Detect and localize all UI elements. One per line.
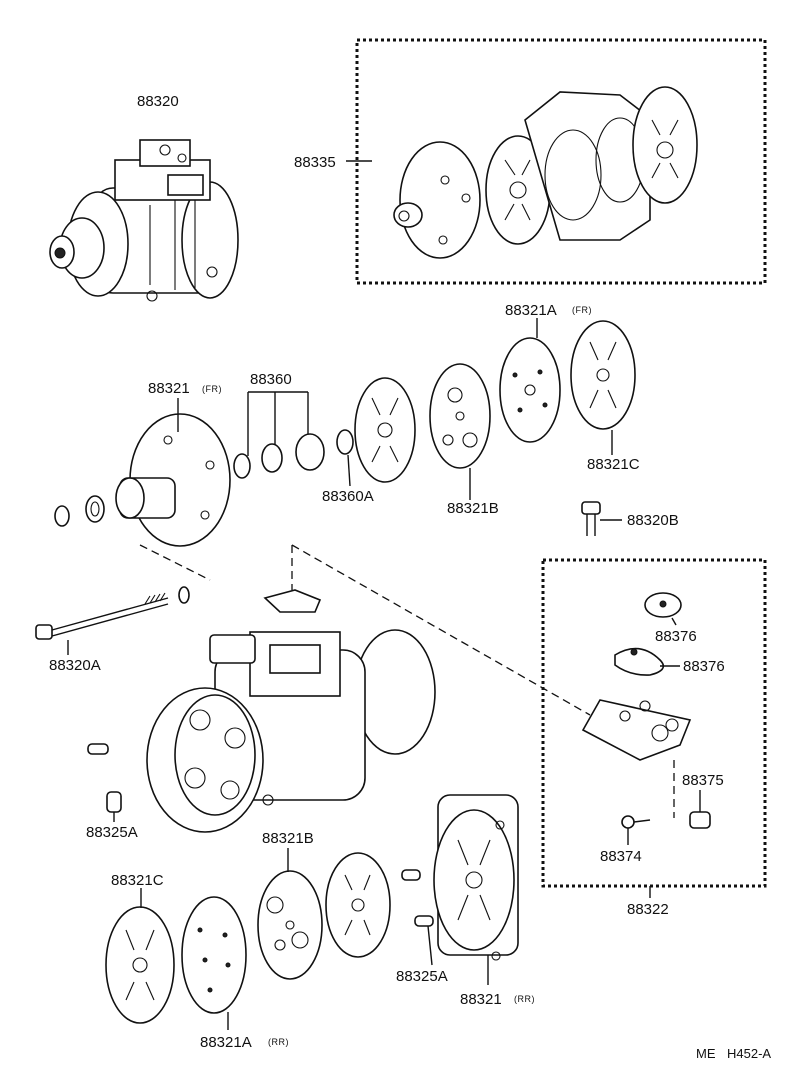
label-front-housing: 88321 <box>148 380 190 397</box>
label-switch: 88375 <box>682 772 724 789</box>
rear-housing-drawing <box>433 794 519 985</box>
label-pin-right: 88325A <box>396 968 448 985</box>
label-valve-plate-c-lower: 88321C <box>111 872 164 889</box>
pins-right-drawing <box>401 869 434 966</box>
label-screw: 88374 <box>600 848 642 865</box>
label-valve-plate-a-upper-tag: (FR) <box>572 305 592 315</box>
compressor-assembly-drawing <box>49 139 239 302</box>
label-front-housing-tag: (FR) <box>202 384 222 394</box>
label-valve-assy: 88322 <box>627 901 669 918</box>
label-compressor-assy: 88320 <box>137 93 179 110</box>
label-valve-plate-c-upper: 88321C <box>587 456 640 473</box>
part-labels: 88320 88335 88321 (FR) 88360 88360A 8832… <box>49 93 771 1061</box>
label-through-bolt: 88320A <box>49 657 101 674</box>
front-housing-drawing <box>115 398 231 547</box>
connection-lines <box>139 544 591 716</box>
label-valve-plate-b-upper: 88321B <box>447 500 499 517</box>
label-valve-plate-a-lower-tag: (RR) <box>268 1037 289 1047</box>
cylinder-set-drawing <box>346 38 767 285</box>
valve-assembly-drawing <box>541 501 767 898</box>
label-cylinder-set: 88335 <box>294 154 336 171</box>
cylinder-body-drawing <box>146 589 436 833</box>
label-rear-housing: 88321 <box>460 991 502 1008</box>
label-cover-2: 88376 <box>683 658 725 675</box>
label-pin-left: 88325A <box>86 824 138 841</box>
label-valve-plate-a-lower: 88321A <box>200 1034 252 1051</box>
pins-left-drawing <box>87 743 122 822</box>
washers-drawing <box>54 495 105 527</box>
label-bolt-b: 88320B <box>627 512 679 529</box>
label-valve-plate-a-upper: 88321A <box>505 302 557 319</box>
footer-code-left: ME <box>696 1046 716 1061</box>
label-valve-plate-b-lower: 88321B <box>262 830 314 847</box>
label-cover-1: 88376 <box>655 628 697 645</box>
label-rear-housing-tag: (RR) <box>514 994 535 1004</box>
label-ring: 88360A <box>322 488 374 505</box>
label-seal-kit: 88360 <box>250 371 292 388</box>
valve-plates-upper-drawing <box>354 318 636 500</box>
footer-code-right: H452-A <box>727 1046 771 1061</box>
seal-kit-drawing <box>233 391 354 487</box>
valve-plates-lower-drawing <box>105 848 391 1030</box>
through-bolt-drawing <box>35 586 190 655</box>
